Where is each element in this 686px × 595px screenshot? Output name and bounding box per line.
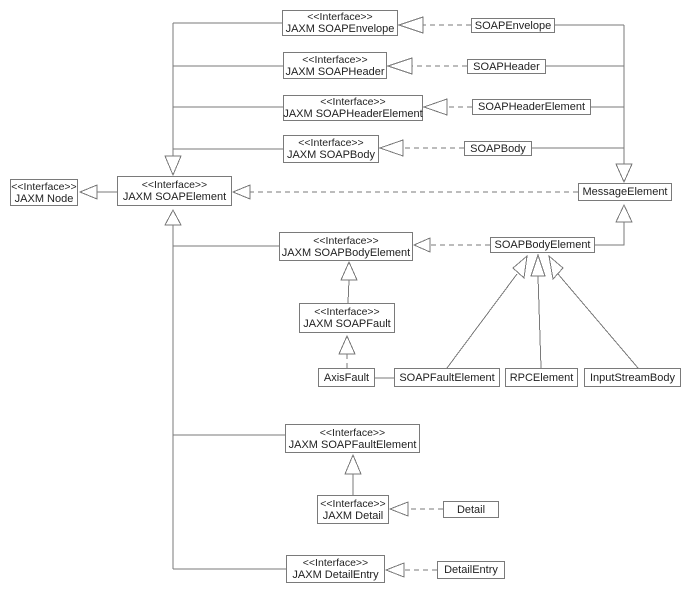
edge-detail-realizes	[388, 501, 443, 517]
edge-soapbodyelement-realizes	[412, 237, 490, 253]
edge-soapheader-realizes	[386, 57, 467, 75]
realization-arrow-left-icon	[378, 139, 404, 157]
node-soapfaultelement: SOAPFaultElement	[394, 368, 500, 387]
node-jaxm-soapelement: <<Interface>> JAXM SOAPElement	[117, 176, 232, 206]
node-inputstreambody: InputStreamBody	[584, 368, 681, 387]
node-label: RPCElement	[509, 371, 574, 384]
node-soapheaderelement: SOAPHeaderElement	[472, 99, 591, 115]
node-label: JAXM Node	[14, 192, 74, 205]
node-jaxm-soapfault: <<Interface>> JAXM SOAPFault	[299, 303, 395, 333]
node-soapbodyelement: SOAPBodyElement	[490, 237, 595, 253]
node-stereotype: <<Interface>>	[307, 11, 373, 23]
edge-fan-to-soapbodyelement	[446, 253, 639, 369]
generalization-arrow-up-icon	[340, 260, 358, 281]
node-stereotype: <<Interface>>	[313, 234, 379, 247]
realization-arrow-left-icon	[231, 184, 251, 200]
node-label: AxisFault	[323, 371, 370, 384]
node-jaxm-detail: <<Interface>> JAXM Detail	[317, 495, 389, 524]
node-label: JAXM SOAPBody	[286, 149, 376, 161]
edge-detailentry-realizes	[384, 562, 437, 578]
node-label: InputStreamBody	[590, 371, 675, 384]
node-label: JAXM SOAPHeaderElement	[283, 108, 423, 120]
edge-lower-interfaces-to-soapelement	[164, 208, 286, 570]
node-jaxm-soapfaultelement: <<Interface>> JAXM SOAPFaultElement	[285, 424, 420, 453]
node-label: JAXM Detail	[322, 509, 384, 522]
node-rpcelement: RPCElement	[505, 368, 578, 387]
node-stereotype: <<Interface>>	[320, 96, 386, 108]
node-detail: Detail	[443, 501, 499, 518]
node-jaxm-node: <<Interface>> JAXM Node	[10, 179, 78, 206]
generalization-arrow-up-icon	[548, 254, 564, 281]
edge-jaxmsoapfault-to-jaxmsoapbodyelement	[340, 260, 358, 304]
edge-jaxm-interfaces-to-soapelement	[164, 22, 283, 177]
generalization-arrow-up-icon	[164, 208, 182, 226]
edge-axis-classes-to-messageelement	[532, 24, 633, 184]
node-stereotype: <<Interface>>	[298, 137, 364, 149]
edge-soapenvelope-realizes	[397, 16, 471, 34]
generalization-arrow-down-icon	[615, 163, 633, 184]
node-label: DetailEntry	[444, 564, 498, 576]
node-jaxm-soapbodyelement: <<Interface>> JAXM SOAPBodyElement	[279, 232, 413, 261]
generalization-arrow-up-icon	[530, 253, 546, 277]
generalization-arrow-left-icon	[78, 184, 98, 200]
node-stereotype: <<Interface>>	[11, 180, 77, 193]
node-jaxm-soapheader: <<Interface>> JAXM SOAPHeader	[283, 52, 387, 79]
realization-arrow-left-icon	[386, 57, 413, 75]
node-stereotype: <<Interface>>	[320, 497, 386, 510]
node-label: SOAPBodyElement	[494, 239, 591, 251]
node-jaxm-soapbody: <<Interface>> JAXM SOAPBody	[283, 135, 379, 163]
node-jaxm-soapheaderelement: <<Interface>> JAXM SOAPHeaderElement	[283, 95, 423, 121]
realization-arrow-left-icon	[397, 16, 424, 34]
node-label: JAXM SOAPEnvelope	[285, 23, 395, 35]
node-label: MessageElement	[582, 186, 668, 198]
node-axisfault: AxisFault	[318, 368, 375, 387]
node-stereotype: <<Interface>>	[319, 426, 386, 439]
realization-arrow-left-icon	[388, 501, 409, 517]
edge-jaxmdetail-to-jaxmsoapfaultelement	[344, 453, 362, 495]
node-stereotype: <<Interface>>	[314, 306, 380, 318]
realization-arrow-up-icon	[338, 334, 356, 355]
node-soapenvelope: SOAPEnvelope	[471, 18, 555, 33]
node-soapbody: SOAPBody	[464, 141, 532, 156]
edge-axisfault-realizes-jaxmsoapfault	[338, 334, 356, 368]
edge-soapheaderelement-realizes	[422, 98, 472, 116]
node-label: SOAPHeader	[473, 60, 540, 73]
edge-soapbodyelement-to-messageelement	[595, 203, 633, 246]
node-messageelement: MessageElement	[578, 183, 672, 201]
generalization-arrow-down-icon	[164, 155, 182, 177]
node-jaxm-detailentry: <<Interface>> JAXM DetailEntry	[286, 555, 385, 583]
node-detailentry: DetailEntry	[437, 561, 505, 579]
node-label: SOAPBody	[470, 142, 526, 155]
realization-arrow-left-icon	[422, 98, 448, 116]
node-label: SOAPEnvelope	[474, 19, 552, 32]
generalization-arrow-up-icon	[512, 254, 528, 280]
node-label: JAXM SOAPFault	[303, 318, 391, 330]
node-label: JAXM SOAPElement	[122, 191, 227, 203]
node-label: JAXM SOAPHeader	[285, 65, 385, 78]
node-stereotype: <<Interface>>	[141, 179, 208, 191]
edge-soapelement-to-node	[78, 184, 117, 200]
generalization-arrow-up-icon	[344, 453, 362, 475]
realization-arrow-left-icon	[412, 237, 431, 253]
edge-messageelement-realizes-soapelement	[231, 184, 578, 200]
node-label: SOAPHeaderElement	[478, 101, 585, 113]
node-stereotype: <<Interface>>	[302, 557, 369, 569]
node-jaxm-soapenvelope: <<Interface>> JAXM SOAPEnvelope	[282, 10, 398, 36]
edge-soapbody-realizes	[378, 139, 464, 157]
node-label: JAXM DetailEntry	[292, 569, 379, 581]
node-soapheader: SOAPHeader	[467, 59, 546, 74]
node-label: JAXM SOAPFaultElement	[288, 438, 417, 451]
realization-arrow-left-icon	[384, 562, 405, 578]
node-label: JAXM SOAPBodyElement	[281, 246, 411, 259]
generalization-arrow-up-icon	[615, 203, 633, 223]
node-stereotype: <<Interface>>	[302, 53, 368, 66]
node-label: SOAPFaultElement	[399, 371, 495, 384]
node-label: Detail	[456, 503, 486, 516]
